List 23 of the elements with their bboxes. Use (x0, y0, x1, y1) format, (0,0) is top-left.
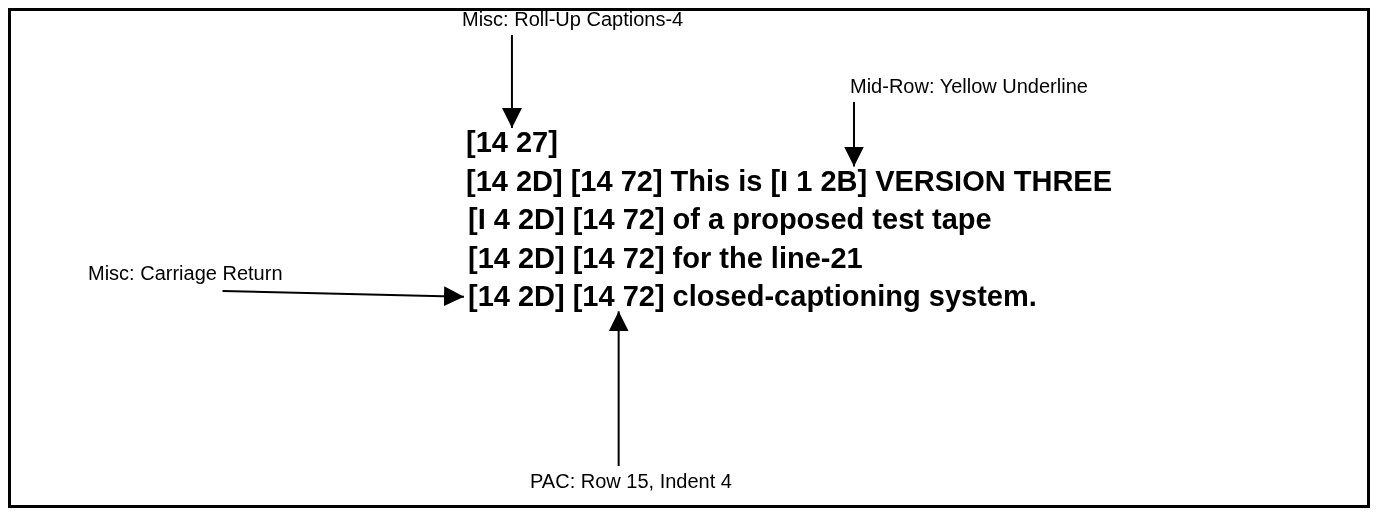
caption-text: VERSION THREE (875, 164, 1112, 198)
code-text: [14 2D] (468, 280, 565, 314)
code-text: [14 27] (466, 126, 558, 160)
caption-text: [14 2D] (468, 241, 565, 275)
annotation-text: Misc: Carriage Return (88, 262, 283, 285)
arrow (501, 34, 522, 129)
annotation-text: PAC: Row 15, Indent 4 (530, 470, 732, 493)
arrow (844, 101, 864, 168)
caption-text: closed-captioning system. (672, 280, 1037, 314)
caption-text: [14 72] (572, 241, 665, 275)
caption-text: [I 4 2D] (468, 203, 565, 237)
annotation-text: Misc: Roll-Up Captions-4 (462, 8, 684, 31)
code-text: [I 1 2B] (770, 164, 868, 198)
caption-text: of a proposed test tape (672, 203, 992, 237)
code-text: [14 72] (572, 280, 665, 314)
annotation-text: Mid-Row: Yellow Underline (850, 75, 1088, 98)
caption-text: This is (670, 164, 763, 198)
caption-text: for the line-21 (672, 241, 863, 275)
arrow (608, 310, 629, 467)
caption-text: [14 2D] (466, 164, 563, 198)
caption-text: [14 72] (570, 164, 663, 198)
arrow (221, 286, 465, 307)
caption-text: [14 72] (572, 203, 665, 237)
